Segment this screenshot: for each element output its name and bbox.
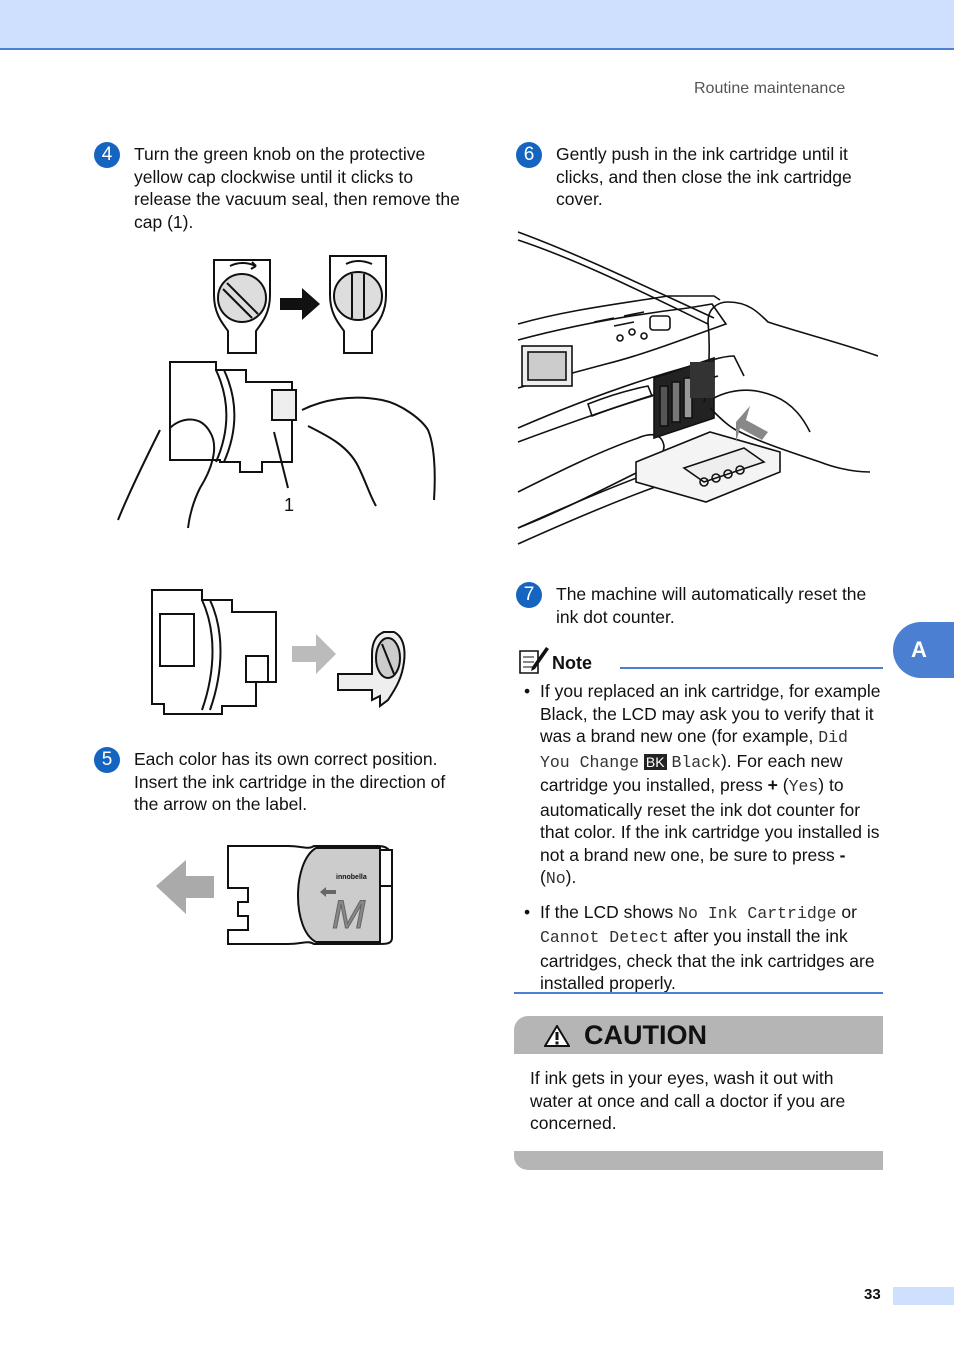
note-heading: Note xyxy=(516,645,883,675)
caution-title: CAUTION xyxy=(584,1020,707,1050)
appendix-tab: A xyxy=(893,622,954,678)
step-6-text: Gently push in the ink cartridge until i… xyxy=(556,144,852,209)
running-title: Routine maintenance xyxy=(694,80,846,97)
note-bullet-2: If the LCD shows No Ink Cartridge or Can… xyxy=(522,901,884,995)
note-title: Note xyxy=(552,653,592,673)
lcd-text-did-you-change: Did You Change xyxy=(540,728,848,772)
cartridge-cap-removed-illustration xyxy=(151,589,406,715)
warning-icon xyxy=(544,1025,570,1047)
printer-install-illustration xyxy=(517,231,878,545)
step-number-6: 6 xyxy=(516,142,542,168)
lcd-text-cannot-detect: Cannot Detect xyxy=(540,928,669,947)
note-bottom-rule xyxy=(514,992,883,994)
lcd-text-yes: Yes xyxy=(788,777,819,796)
step-number-4: 4 xyxy=(94,142,120,168)
lcd-text-black: Black xyxy=(671,752,721,772)
header-band xyxy=(0,0,954,50)
caution-footer xyxy=(514,1151,883,1170)
step-7-text: The machine will automatically reset the… xyxy=(556,584,867,627)
step-5-text: Each color has its own correct position.… xyxy=(134,749,446,814)
bk-badge: BK xyxy=(643,753,667,770)
cartridge-letter: M xyxy=(332,893,366,937)
step-4-text: Turn the green knob on the protective ye… xyxy=(134,144,460,232)
note-rule xyxy=(620,667,883,669)
brand-label: innobella xyxy=(336,874,367,881)
callout-1: 1 xyxy=(284,495,294,515)
page-number: 33 xyxy=(864,1286,881,1303)
plus-key: + xyxy=(767,775,778,795)
cartridge-direction-illustration: innobella M xyxy=(156,845,393,945)
minus-key: - xyxy=(839,844,846,865)
note-bullet-1: If you replaced an ink cartridge, for ex… xyxy=(522,680,884,891)
lcd-text-no-ink-cartridge: No Ink Cartridge xyxy=(678,903,837,923)
note-list: If you replaced an ink cartridge, for ex… xyxy=(522,680,884,1005)
remove-cap-illustration: 1 xyxy=(117,255,436,529)
step-number-5: 5 xyxy=(94,747,120,773)
lcd-text-no: No xyxy=(545,869,566,888)
step-number-7: 7 xyxy=(516,582,542,608)
note-pencil-icon xyxy=(519,647,549,674)
page-number-tab xyxy=(893,1287,954,1305)
caution-text: If ink gets in your eyes, wash it out wi… xyxy=(530,1068,846,1133)
caution-header: CAUTION xyxy=(514,1016,883,1054)
